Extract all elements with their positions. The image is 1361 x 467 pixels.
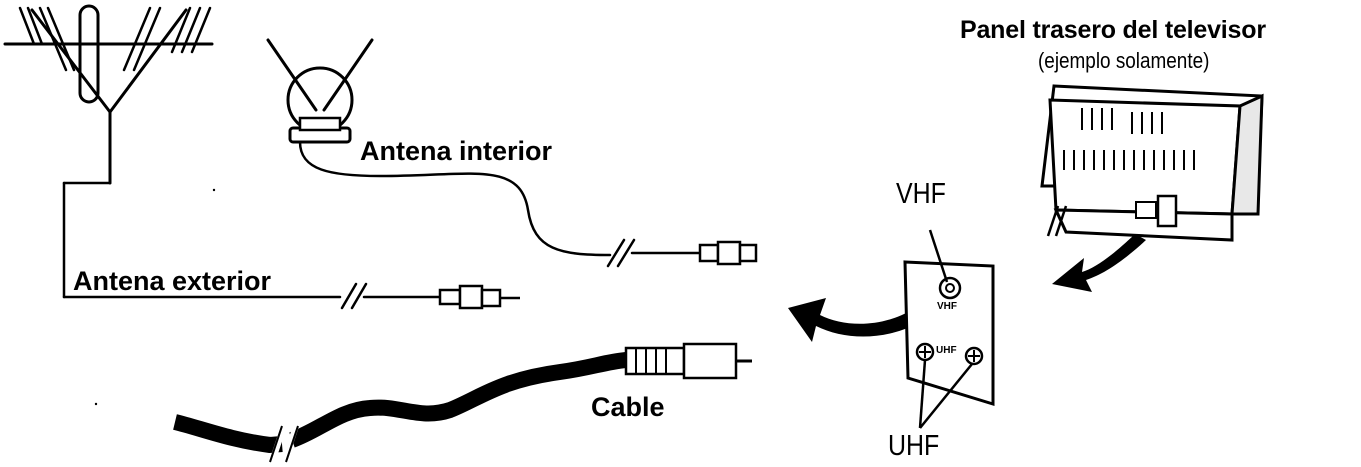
- indoor-antenna-label: Antena interior: [360, 136, 553, 166]
- vhf-callout-label: VHF: [896, 178, 946, 210]
- terminal-plate: [903, 260, 995, 407]
- tv-panel-subtitle: (ejemplo solamente): [1038, 48, 1210, 73]
- vhf-terminal-mark: VHF: [937, 301, 957, 312]
- tv-back-panel: [1040, 84, 1264, 242]
- outdoor-antenna-label: Antena exterior: [73, 266, 272, 296]
- outdoor-antenna: [3, 4, 442, 310]
- uhf-callout-label: UHF: [888, 430, 940, 462]
- indoor-antenna: [266, 38, 704, 268]
- terminal-callouts: [918, 229, 973, 429]
- tv-panel-title: Panel trasero del televisor: [960, 16, 1266, 44]
- cable-label: Cable: [591, 392, 665, 422]
- tv-arrow-icon: [1052, 234, 1146, 292]
- uhf-terminal-mark: UHF: [936, 345, 957, 356]
- indoor-antenna-plug: [698, 240, 758, 266]
- connection-arrow-icon: [788, 292, 942, 342]
- cable: [173, 342, 752, 463]
- print-speck: [94, 184, 1048, 406]
- outdoor-antenna-plug: [438, 284, 520, 310]
